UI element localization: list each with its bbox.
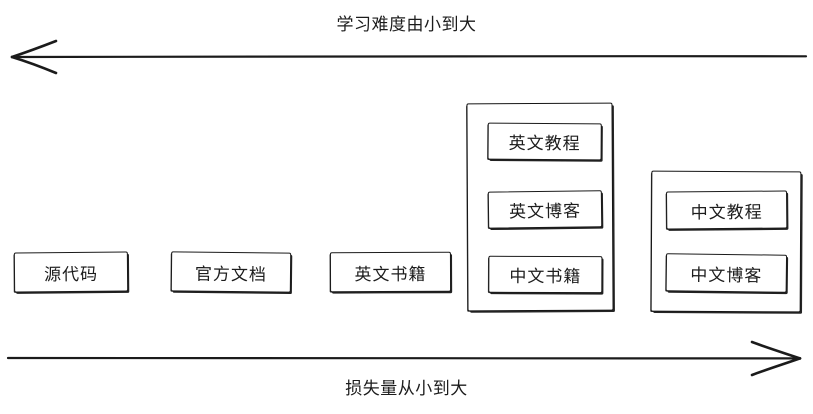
- top-axis-label: 学习难度由小到大: [336, 15, 477, 35]
- node-source-code[interactable]: 源代码: [13, 251, 129, 293]
- chinese-tutorial-group: 中文教程 中文博客: [650, 170, 802, 313]
- node-chinese-books[interactable]: 中文书籍: [488, 255, 603, 294]
- node-label: 官方文档: [194, 264, 268, 285]
- node-english-books[interactable]: 英文书籍: [329, 251, 452, 293]
- english-tutorial-group: 英文教程 英文博客 中文书籍: [466, 102, 614, 312]
- node-english-tutorial[interactable]: 英文教程: [487, 122, 602, 161]
- node-label: 英文书籍: [354, 264, 427, 285]
- node-official-docs[interactable]: 官方文档: [170, 251, 292, 293]
- node-label: 源代码: [43, 264, 99, 285]
- node-label: 中文书籍: [509, 266, 582, 288]
- bottom-axis-label: 损失量从小到大: [345, 379, 468, 399]
- node-label: 中文教程: [690, 202, 763, 223]
- difficulty-axis-arrow: [10, 39, 808, 75]
- node-english-blog[interactable]: 英文博客: [487, 190, 603, 229]
- node-label: 中文博客: [690, 265, 763, 286]
- node-chinese-tutorial[interactable]: 中文教程: [666, 190, 788, 230]
- node-label: 英文教程: [508, 133, 581, 155]
- node-chinese-blog[interactable]: 中文博客: [665, 253, 788, 293]
- node-label: 英文博客: [508, 201, 582, 223]
